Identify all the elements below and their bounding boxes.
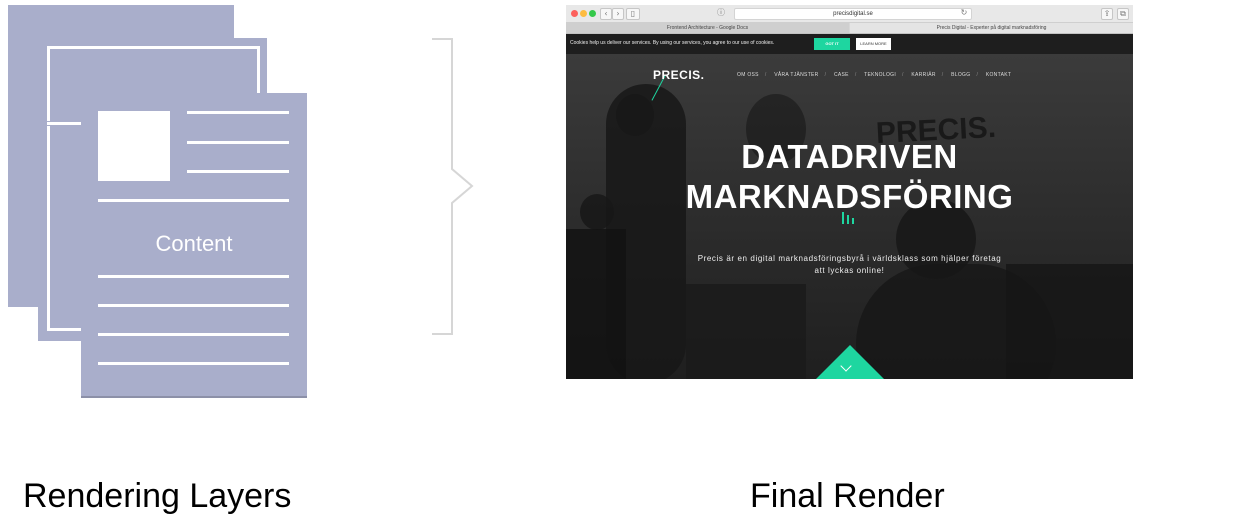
nav-item: VÅRA TJÄNSTER [774, 72, 819, 78]
browser-titlebar: ‹ › ▯ ⓘ precisdigital.se ↻ ⇪ ⧉ [566, 5, 1133, 23]
photo-figure [746, 94, 806, 164]
cookie-got-it-button: GOT IT [814, 38, 850, 50]
cookie-learn-more-button: LEARN MORE [856, 38, 891, 50]
text-line [98, 333, 289, 336]
photo-desk [686, 284, 806, 379]
text-line [98, 275, 289, 278]
caption-final-render: Final Render [750, 477, 945, 515]
accent-bar [852, 218, 854, 224]
scroll-down-tab [816, 345, 884, 379]
nav-item: KONTAKT [985, 72, 1012, 78]
browser-tabbar: Frontend Architecture - Google Docs Prec… [566, 23, 1133, 34]
forward-icon: › [612, 8, 624, 20]
minimize-dot-icon [580, 10, 587, 17]
url-bar: precisdigital.se [734, 8, 972, 20]
tab: Frontend Architecture - Google Docs [566, 23, 849, 33]
content-label: Content [155, 231, 233, 256]
close-dot-icon [571, 10, 578, 17]
layer-front: Content [81, 93, 307, 398]
layer-middle-frame-divider [47, 122, 87, 125]
layer-middle-frame-bottom [47, 328, 87, 331]
image-placeholder [98, 111, 170, 181]
photo-monitor [1006, 264, 1133, 379]
tabs-icon: ⧉ [1117, 8, 1129, 20]
cookie-text: Cookies help us deliver our services. By… [570, 40, 775, 46]
hero-subtitle-line-1: Precis är en digital marknadsföringsbyrå… [697, 254, 1002, 263]
final-render-screenshot: ‹ › ▯ ⓘ precisdigital.se ↻ ⇪ ⧉ Frontend … [566, 5, 1133, 379]
hero-subtitle-line-2: att lyckas online! [814, 266, 885, 275]
right-bracket [432, 38, 474, 335]
sidebar-icon: ▯ [626, 8, 640, 20]
accent-bar [842, 212, 844, 224]
info-icon: ⓘ [717, 8, 725, 17]
hero-headline-line-1: DATADRIVEN [741, 138, 958, 175]
text-line [187, 111, 289, 114]
site-nav: OM OSS/ VÅRA TJÄNSTER/ CASE/ TEKNOLOGI/ … [737, 72, 1012, 78]
photo-desk [566, 229, 626, 379]
text-line [98, 199, 289, 202]
text-line [98, 362, 289, 365]
tab: Precis Digital - Experter på digital mar… [850, 23, 1133, 33]
hero-section: PRECIS. PRECIS. OM OSS/ VÅRA TJÄNSTER/ C… [566, 54, 1133, 379]
text-line [187, 141, 289, 144]
nav-item: KARRIÄR [911, 72, 936, 78]
nav-item: TEKNOLOGI [864, 72, 897, 78]
text-line [187, 170, 289, 173]
layer-middle-frame [47, 46, 260, 121]
maximize-dot-icon [589, 10, 596, 17]
photo-figure-head [580, 194, 614, 230]
reload-icon: ↻ [960, 8, 968, 17]
hero-headline-line-2: MARKNADSFÖRING [685, 178, 1014, 215]
caption-rendering-layers: Rendering Layers [23, 477, 292, 515]
back-icon: ‹ [600, 8, 612, 20]
nav-item: BLOGG [951, 72, 971, 78]
site-logo: PRECIS. [653, 68, 705, 82]
accent-bar [847, 215, 849, 224]
nav-item: CASE [834, 72, 849, 78]
photo-figure-head [616, 94, 654, 136]
nav-item: OM OSS [737, 72, 759, 78]
layer-middle-frame-left [47, 126, 50, 331]
cookie-banner: Cookies help us deliver our services. By… [566, 34, 1133, 54]
share-icon: ⇪ [1101, 8, 1113, 20]
text-line [98, 304, 289, 307]
